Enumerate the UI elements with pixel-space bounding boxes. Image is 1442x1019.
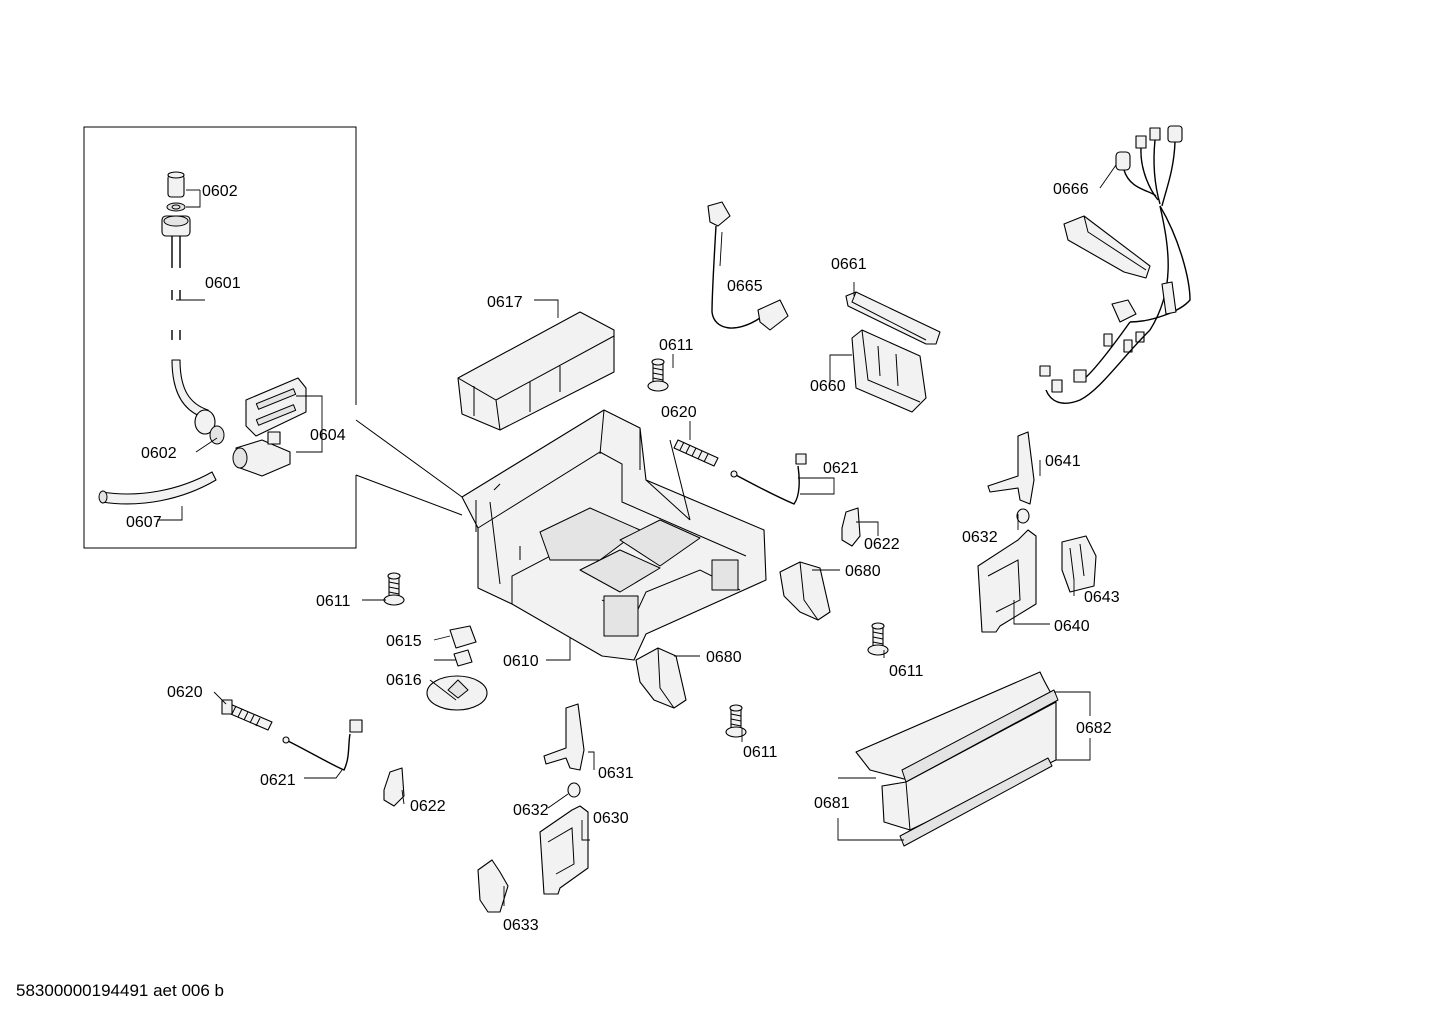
part-0632-roller-b	[567, 782, 581, 798]
part-0617-cover	[457, 311, 615, 431]
callout-0666: 0666	[1053, 181, 1089, 198]
part-0607-hose	[98, 471, 217, 505]
callout-0631: 0631	[598, 765, 634, 782]
callout-0680-bottom: 0680	[706, 649, 742, 666]
callout-0610: 0610	[503, 653, 539, 670]
callout-0611-left: 0611	[316, 593, 351, 610]
part-0660-housing	[851, 329, 927, 413]
callout-0621-top: 0621	[823, 460, 859, 477]
part-0615-clip	[449, 625, 477, 667]
part-0665-cord	[707, 201, 789, 331]
callout-0601: 0601	[205, 275, 241, 292]
part-0661-strip	[845, 291, 941, 345]
part-0643-latch	[1061, 535, 1097, 593]
part-0680-bracket-b	[635, 647, 687, 709]
part-0633-cover	[477, 859, 509, 913]
callout-0632-left: 0632	[513, 802, 549, 819]
callout-0617: 0617	[487, 294, 523, 311]
callout-0611-top: 0611	[659, 337, 694, 354]
part-0610-base	[461, 409, 767, 661]
part-0602-cap	[166, 171, 186, 212]
callout-0602-top: 0602	[202, 183, 238, 200]
callout-0680-top: 0680	[845, 563, 881, 580]
part-0630-hinge-plate	[539, 805, 589, 895]
drawing-code: 58300000194491 aet 006 b	[16, 981, 224, 1000]
callout-0661: 0661	[831, 256, 867, 273]
part-0620-spring-b	[221, 699, 273, 731]
callout-0621-bottom: 0621	[260, 772, 296, 789]
callout-0681: 0681	[814, 795, 850, 812]
part-0640-hinge-plate	[977, 529, 1037, 633]
part-0620-spring-a	[673, 439, 719, 467]
callout-0604: 0604	[310, 427, 346, 444]
part-0680-bracket-a	[779, 561, 831, 621]
part-0631-hinge-arm	[543, 703, 585, 771]
part-0604-valve	[232, 377, 307, 477]
callout-0630: 0630	[593, 810, 629, 827]
callout-0607: 0607	[126, 514, 162, 531]
detail-box	[83, 126, 463, 549]
callout-0660: 0660	[810, 378, 846, 395]
callout-0611-bottom: 0611	[743, 744, 778, 761]
part-0666-harness	[1039, 125, 1191, 404]
part-0632-roller-a	[1016, 508, 1030, 524]
callout-0611-right: 0611	[889, 663, 924, 680]
callout-labels: 0602 0601 0602 0604 0607 0617 0665 0661 …	[126, 181, 1120, 934]
part-0621-wire-a	[730, 453, 807, 505]
callout-0640: 0640	[1054, 618, 1090, 635]
part-0616-disc	[426, 675, 488, 711]
part-0611-screw-c	[867, 622, 889, 656]
part-0621-wire-b	[282, 719, 363, 771]
callout-0620-top: 0620	[661, 404, 697, 421]
callout-0622-top: 0622	[864, 536, 900, 553]
part-0641-hinge-arm	[987, 431, 1035, 505]
callout-0615: 0615	[386, 633, 422, 650]
callout-0602-bottom: 0602	[141, 445, 177, 462]
leader-lines	[157, 164, 1117, 906]
callout-0620-bottom: 0620	[167, 684, 203, 701]
callout-0641: 0641	[1045, 453, 1081, 470]
callout-0622-bottom: 0622	[410, 798, 446, 815]
part-0601-hose	[161, 215, 209, 419]
callout-0682: 0682	[1076, 720, 1112, 737]
part-0611-screw-a	[647, 358, 669, 392]
callout-0616: 0616	[386, 672, 422, 689]
callout-0643: 0643	[1084, 589, 1120, 606]
part-0622-clip-b	[383, 767, 405, 807]
part-0611-screw-b	[383, 572, 405, 606]
callout-0633: 0633	[503, 917, 539, 934]
callout-0632-right: 0632	[962, 529, 998, 546]
part-0602-nut	[194, 409, 225, 445]
callout-0665: 0665	[727, 278, 763, 295]
part-0681-plinth	[881, 701, 1057, 847]
part-0611-screw-d	[725, 704, 747, 738]
part-0622-clip-a	[841, 507, 861, 547]
